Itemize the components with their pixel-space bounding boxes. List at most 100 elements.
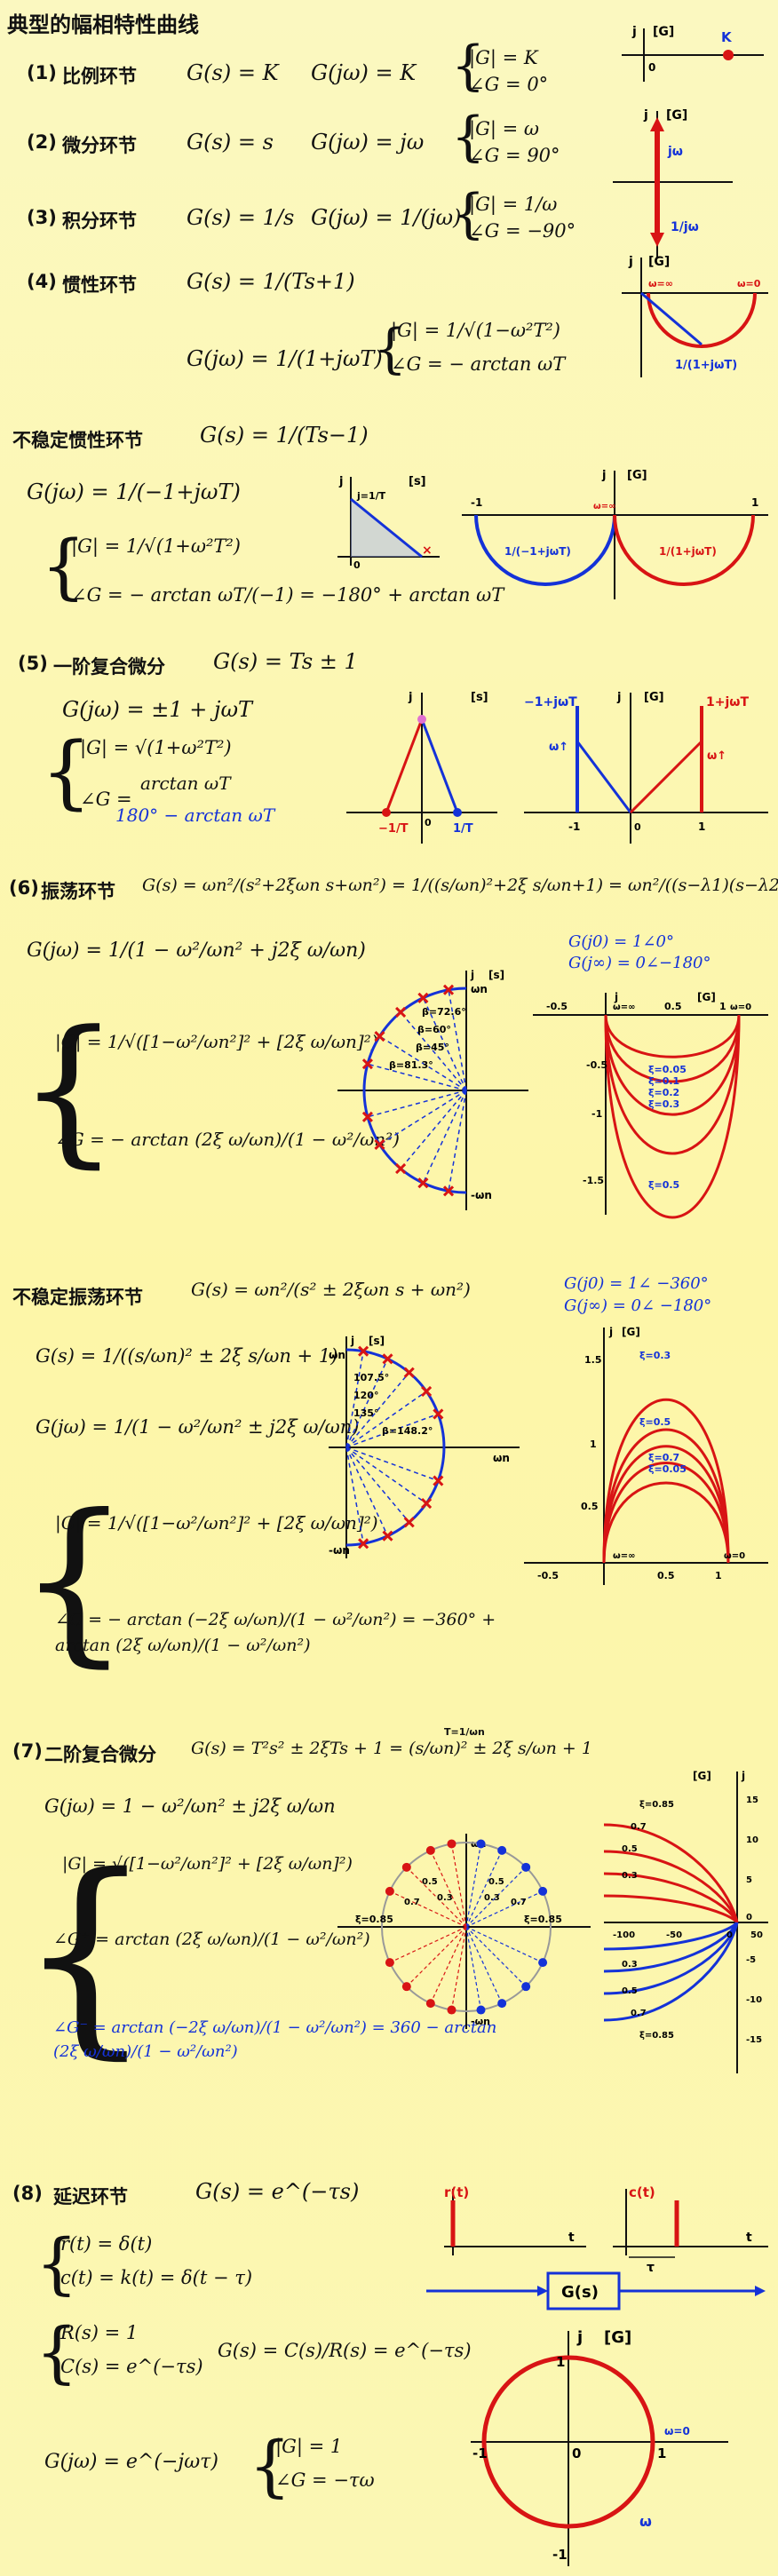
pole-cross bbox=[395, 1163, 407, 1175]
axis-s-label: [s] bbox=[409, 475, 426, 488]
y-tick: 0 bbox=[746, 1913, 752, 1922]
vector-label: 1/(1+jωT) bbox=[675, 359, 737, 372]
origin-label: 0 bbox=[634, 821, 641, 833]
nyquist-plot: j [G] -1 1 1/(−1+jωT) 1/(1+jωT) ω=∞ bbox=[462, 469, 768, 599]
tick-y: 1 bbox=[590, 1439, 597, 1450]
zero-point bbox=[401, 1862, 411, 1872]
pole-ray bbox=[345, 1413, 439, 1448]
transfer-function: G(s) = 1/(Ts−1) bbox=[200, 423, 369, 448]
zeta-small: 0.3 bbox=[437, 1893, 453, 1903]
blue-vector bbox=[576, 741, 632, 813]
zeta-small: 0.5 bbox=[422, 1877, 438, 1887]
neg-one-label: -1 bbox=[472, 2445, 488, 2461]
k-point bbox=[723, 50, 734, 60]
ct-eq: c(t) = k(t) = δ(t − τ) bbox=[60, 2267, 253, 2288]
nyquist-plot-derivative-integral: j [G] jω 1/jω bbox=[613, 108, 733, 258]
winf-label: ω=∞ bbox=[648, 278, 673, 289]
axis-g-label: [G] bbox=[604, 2328, 631, 2347]
axis-j-label: j bbox=[576, 2328, 583, 2347]
axis-s-label: [s] bbox=[488, 969, 504, 981]
wn-label: ωn bbox=[329, 1349, 345, 1361]
brace: { bbox=[451, 183, 486, 245]
pole-ray bbox=[400, 1011, 467, 1091]
nyquist-curve bbox=[602, 1398, 730, 1564]
axis-j-label: j bbox=[350, 1335, 354, 1347]
nyquist-curves bbox=[604, 1014, 741, 1219]
transfer-function: G(s) = ωn²/(s²+2ξωn s+ωn²) = 1/((s/ωn)²+… bbox=[142, 876, 778, 895]
section-number: (6) bbox=[9, 877, 39, 899]
y-tick: -5 bbox=[746, 1955, 756, 1965]
axis-j-label: j bbox=[643, 108, 648, 123]
brace: { bbox=[18, 1477, 131, 1684]
zero-point bbox=[417, 715, 426, 724]
one-label: 1 bbox=[751, 496, 758, 509]
tick-one: 1 bbox=[719, 1001, 726, 1012]
zeta-bot: 0.7 bbox=[631, 2009, 647, 2018]
zeta-label: ξ=0.5 bbox=[639, 1416, 671, 1428]
phase-negative: 180° − arctan ωT bbox=[115, 805, 275, 826]
section-name: 二阶复合微分 bbox=[44, 1744, 156, 1765]
section-name: 一阶复合微分 bbox=[53, 656, 165, 678]
zeta-right-label: ξ=0.85 bbox=[524, 1914, 562, 1925]
zero-point bbox=[521, 1982, 531, 1992]
nyquist-curve bbox=[602, 1462, 730, 1564]
zero-ray bbox=[465, 1850, 503, 1928]
t-note: T=1/ωn bbox=[444, 1726, 485, 1738]
nyquist-curve bbox=[604, 1014, 741, 1219]
nyquist-curve-lower bbox=[603, 1922, 739, 1995]
axis-j-label: j bbox=[408, 691, 412, 704]
nyquist-curve-upper bbox=[603, 1894, 739, 1924]
brace: { bbox=[249, 2427, 291, 2505]
pole-ray bbox=[400, 1090, 467, 1169]
pole-markers bbox=[345, 1345, 444, 1550]
zeta-top: 0.5 bbox=[622, 1844, 638, 1854]
transfer-function: G(s) = 1/(Ts+1) bbox=[187, 269, 355, 294]
frequency-response: G(jω) = 1/(1+jωT) bbox=[187, 346, 383, 371]
section-name: 不稳定振荡环节 bbox=[12, 1287, 143, 1308]
w0-label: ω=0 bbox=[664, 2425, 690, 2437]
angle-label: β=148.2° bbox=[382, 1425, 433, 1437]
frequency-response: G(jω) = 1/(1 − ω²/ωn² ± j2ξ ω/ωn) bbox=[36, 1416, 360, 1438]
neg-wn-label: -ωn bbox=[471, 2016, 490, 2027]
zeta-top: ξ=0.85 bbox=[639, 1800, 674, 1810]
pole-ray bbox=[379, 1090, 467, 1145]
jw-label: jω bbox=[667, 145, 683, 159]
s-plane-plot: j [s] −1/T 1/T 0 bbox=[346, 691, 497, 844]
section-name: 积分环节 bbox=[62, 210, 137, 232]
input-arrowhead bbox=[537, 2286, 548, 2296]
t-label: t bbox=[568, 2231, 575, 2245]
cs-eq: C(s) = e^(−τs) bbox=[60, 2356, 203, 2377]
zero-ray bbox=[465, 1890, 544, 1928]
transfer-function: G(s) = Ts ± 1 bbox=[213, 649, 358, 674]
red-vector bbox=[385, 718, 424, 813]
pole-cross bbox=[417, 992, 429, 1003]
pole-ray bbox=[422, 1090, 467, 1184]
ct-label: c(t) bbox=[629, 2184, 655, 2200]
tick-x: 1 bbox=[715, 1570, 722, 1581]
zero-ray bbox=[465, 1843, 482, 1928]
zero-point bbox=[447, 1839, 456, 1849]
pole-cross bbox=[442, 984, 455, 995]
x-tick: 0 bbox=[726, 1930, 733, 1940]
transfer-function: G(s) = T²s² ± 2ξTs + 1 = (s/ωn)² ± 2ξ s/… bbox=[191, 1739, 592, 1758]
zero-ray bbox=[430, 1926, 467, 2004]
neg-wn-label: -ωn bbox=[471, 1189, 492, 1201]
section-number: (5) bbox=[18, 653, 48, 674]
pole-cross bbox=[361, 1111, 373, 1122]
zero-point bbox=[476, 2005, 486, 2015]
origin-label: 0 bbox=[648, 61, 655, 74]
nyquist-plot: j [G] -0.5 0.5 1 -0.5 -1 -1.5 ω=0 ω=∞ ξ=… bbox=[533, 991, 768, 1219]
unit-circle bbox=[481, 2355, 655, 2529]
angle-label: 135° bbox=[353, 1407, 378, 1419]
winf-label: ω=∞ bbox=[613, 1003, 635, 1012]
t-label: t bbox=[746, 2231, 752, 2245]
nyquist-curve-lower bbox=[603, 1921, 739, 1951]
pole-ray bbox=[422, 997, 467, 1091]
zero-point bbox=[385, 1886, 394, 1896]
nyquist-curve bbox=[604, 1014, 741, 1083]
section-name: 不稳定惯性环节 bbox=[12, 430, 143, 451]
phase-label: ∠G = bbox=[80, 789, 132, 810]
w0-label: ω=0 bbox=[737, 278, 761, 289]
zero-point bbox=[385, 1958, 394, 1968]
